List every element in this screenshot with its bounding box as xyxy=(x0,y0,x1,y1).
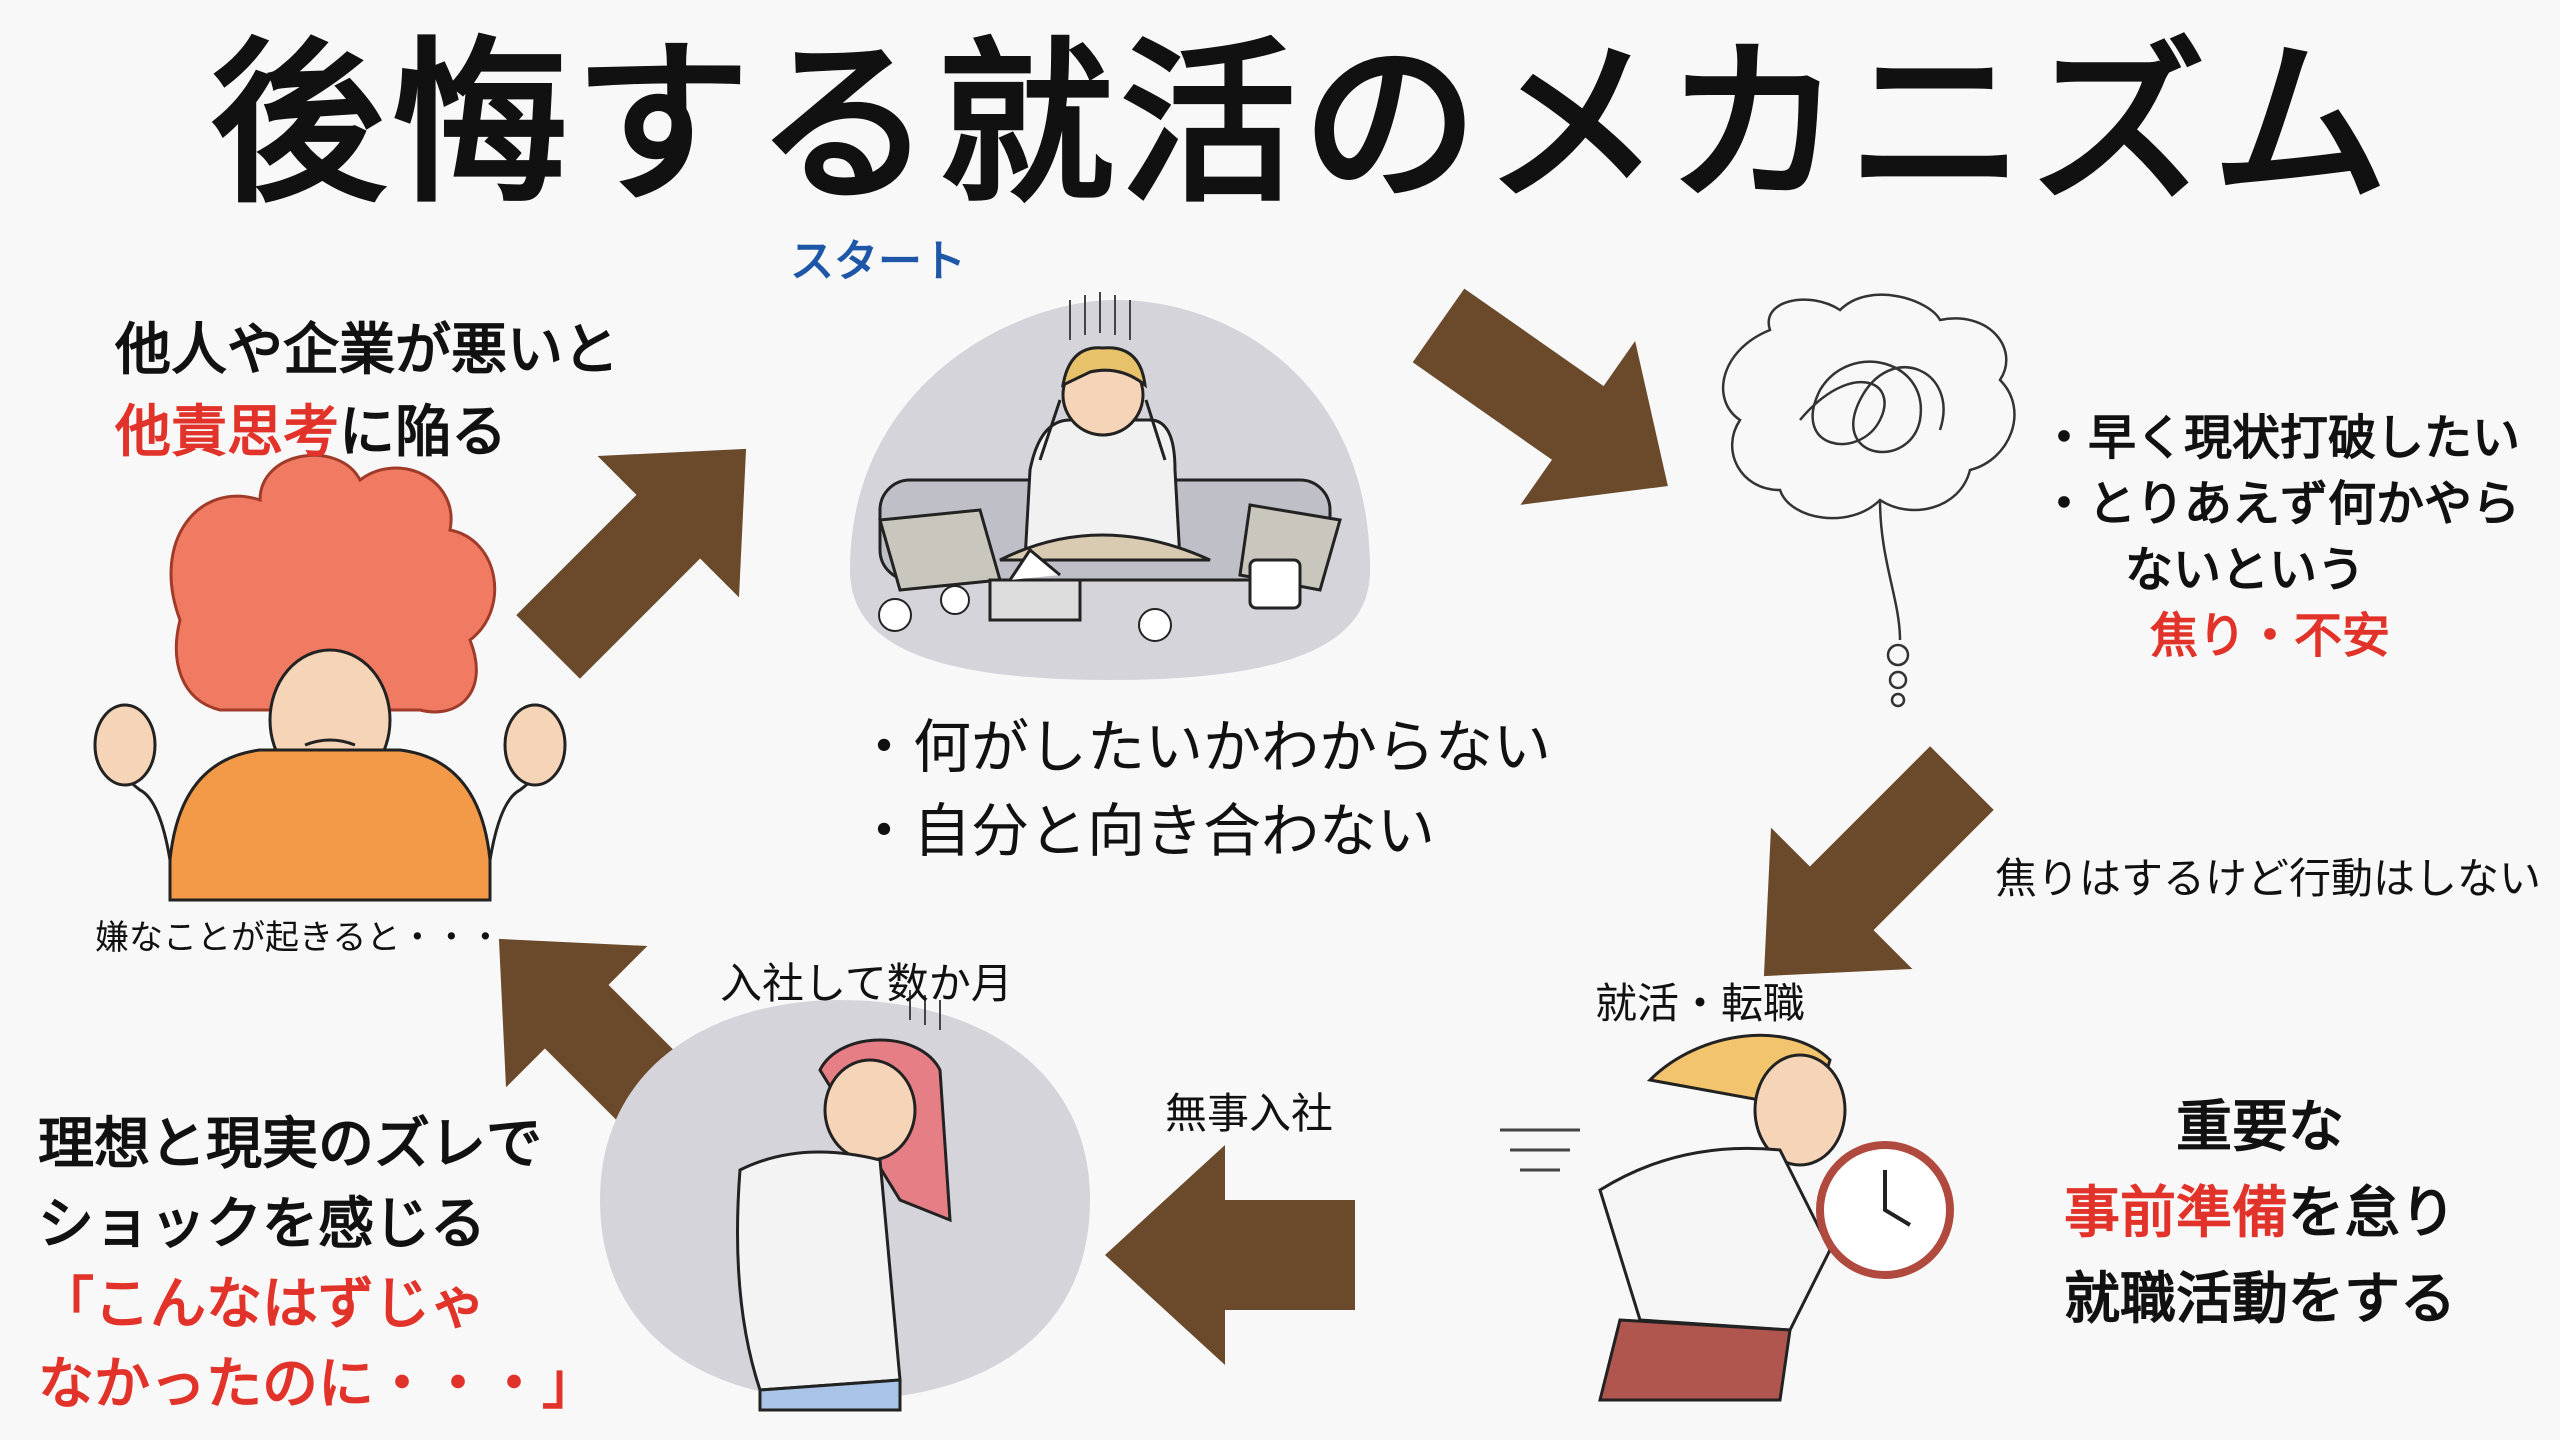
shock-line-2: ショックを感じる xyxy=(38,1192,486,1257)
frustrated-woman-illustration xyxy=(93,453,567,902)
arrow-top xyxy=(1412,288,1668,505)
preparation-keyword: 事前準備 xyxy=(2064,1181,2288,1246)
shock-quote-2: なかったのに・・・」 xyxy=(38,1352,598,1417)
blame-line-2: 他責思考に陥る xyxy=(115,392,619,474)
center-bullet-2: ・自分と向き合わない xyxy=(855,797,1436,865)
center-bullets: ・何がしたいかわからない ・自分と向き合わない xyxy=(855,705,1551,873)
page-title: 後悔する就活のメカニズム xyxy=(210,22,2395,227)
trigger-caption: 嫌なことが起きると・・・ xyxy=(95,918,503,958)
arrow-bottom xyxy=(1105,1145,1355,1365)
shock-line-1: 理想と現実のズレで xyxy=(38,1112,542,1177)
anxiety-keyword: 焦り・不安 xyxy=(2150,608,2391,664)
months-label: 入社して数か月 xyxy=(720,959,1013,1008)
preparation-line-2-rest: を怠り xyxy=(2288,1181,2456,1246)
arrow-label-right: 焦りはするけど行動はしない xyxy=(1995,854,2542,903)
anxiety-line-3: ないという xyxy=(2125,542,2366,598)
arrow-label-bottom: 無事入社 xyxy=(1165,1089,1334,1138)
blame-line-2-rest: に陥る xyxy=(339,400,507,465)
blame-keyword: 他責思考 xyxy=(115,400,339,465)
preparation-line-1: 重要な xyxy=(2176,1095,2344,1160)
preparation-line-3: 就職活動をする xyxy=(2064,1267,2456,1332)
shocked-woman-illustration xyxy=(600,990,1090,1412)
blame-text-block: 他人や企業が悪いと 他責思考に陥る xyxy=(115,310,619,474)
start-label: スタート xyxy=(790,236,966,287)
arrow-topleft xyxy=(516,448,747,679)
anxiety-bullet-1: ・早く現状打破したい xyxy=(2040,410,2521,466)
arrow-right-down xyxy=(1763,746,1994,977)
stressed-person-illustration xyxy=(850,292,1370,680)
shock-quote-1: 「こんなはずじゃ xyxy=(38,1272,486,1337)
anxiety-text-block: ・早く現状打破したい ・とりあえず何かやら ないという 焦り・不安 xyxy=(2040,405,2520,669)
preparation-line-2: 事前準備を怠り xyxy=(2030,1171,2490,1257)
job-hunting-label: 就活・転職 xyxy=(1595,979,1806,1028)
center-bullet-1: ・何がしたいかわからない xyxy=(855,713,1552,781)
hurrying-woman-illustration xyxy=(1500,1033,1954,1402)
shock-text-block: 理想と現実のズレで ショックを感じる 「こんなはずじゃ なかったのに・・・」 xyxy=(38,1105,598,1425)
preparation-text-block: 重要な 事前準備を怠り 就職活動をする xyxy=(2030,1085,2490,1343)
thought-bubble-illustration xyxy=(1722,293,2016,708)
anxiety-bullet-2: ・とりあえず何かやら xyxy=(2040,476,2521,532)
blame-line-1: 他人や企業が悪いと xyxy=(115,318,619,383)
